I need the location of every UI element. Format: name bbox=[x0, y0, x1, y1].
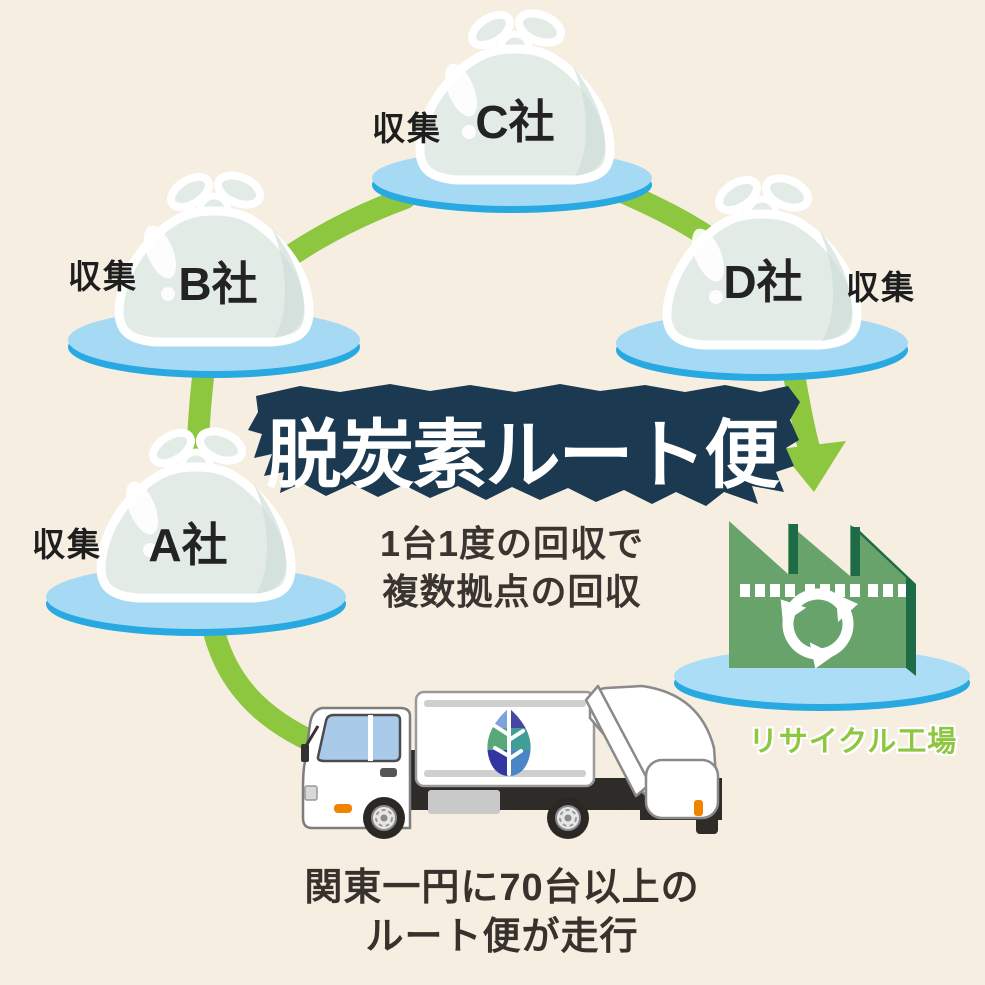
collect-label-d: 収集 bbox=[846, 269, 916, 306]
truck-icon bbox=[301, 684, 722, 839]
bag-label-a: A社 bbox=[148, 519, 228, 571]
page-title: 脱炭素ルート便 bbox=[266, 412, 779, 497]
bottom-caption-line-2: ルート便が走行 bbox=[365, 915, 639, 958]
collect-label-c: 収集 bbox=[372, 110, 442, 147]
recycle-icon bbox=[780, 588, 858, 669]
collect-label-a: 収集 bbox=[32, 526, 102, 563]
bag-label-d: D社 bbox=[723, 256, 803, 308]
subtitle-line-1: 1台1度の回収で bbox=[379, 523, 645, 564]
factory-icon bbox=[729, 521, 916, 676]
subtitle-line-2: 複数拠点の回収 bbox=[382, 570, 642, 612]
down-arrow-icon bbox=[779, 441, 846, 492]
bag-label-c: C社 bbox=[475, 96, 555, 148]
subtitle-caption: 1台1度の回収で 複数拠点の回収 bbox=[312, 520, 712, 615]
factory-label: リサイクル工場 bbox=[748, 726, 958, 758]
bottom-caption-line-1: 関東一円に70台以上の bbox=[304, 867, 700, 909]
bag-label-b: B社 bbox=[178, 258, 258, 310]
collect-label-b: 収集 bbox=[68, 258, 138, 295]
bottom-caption: 関東一円に70台以上の ルート便が走行 bbox=[242, 864, 762, 961]
